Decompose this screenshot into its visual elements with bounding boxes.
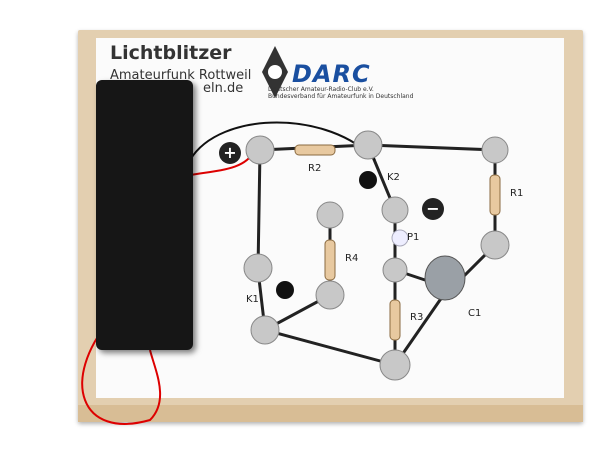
darc-emblem-icon xyxy=(262,46,288,98)
label-r3: R3 xyxy=(410,312,424,323)
darc-logo-text: DARC xyxy=(292,60,371,88)
label-r2: R2 xyxy=(308,163,322,174)
battery-holder xyxy=(96,80,193,350)
label-r4: R4 xyxy=(345,253,359,264)
card-url: eln.de xyxy=(203,81,244,96)
label-k1: K1 xyxy=(246,294,259,305)
darc-line2: Bundesverband für Amateurfunk in Deutsch… xyxy=(268,93,414,100)
darc-logo-subtitle: Deutscher Amateur-Radio-Club e.V. Bundes… xyxy=(268,86,413,100)
plus-terminal-symbol: + xyxy=(219,142,241,164)
card-title: Lichtblitzer xyxy=(110,42,232,64)
board-edge xyxy=(78,405,583,422)
minus-terminal-symbol: − xyxy=(422,198,444,220)
label-r1: R1 xyxy=(510,188,524,199)
label-c1: C1 xyxy=(468,308,482,319)
label-k2: K2 xyxy=(387,172,400,183)
card-subtitle: Amateurfunk Rottweil xyxy=(110,68,252,83)
darc-line1: Deutscher Amateur-Radio-Club e.V. xyxy=(268,86,374,93)
label-p1: P1 xyxy=(407,232,420,243)
